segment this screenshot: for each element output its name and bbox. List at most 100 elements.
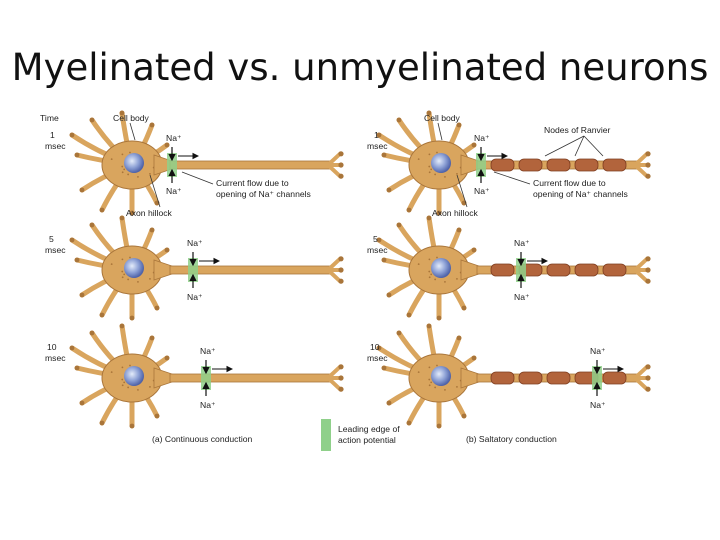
terminal-bouton [645, 278, 651, 284]
nodes-of-ranvier-label: Nodes of Ranvier [544, 125, 611, 135]
soma-granule [123, 381, 126, 384]
axon-hillock-label-a: Axon hillock [126, 208, 173, 218]
dendrite-tip [471, 142, 477, 148]
legend-label-1: Leading edge of [338, 424, 400, 434]
soma-granule [428, 378, 431, 381]
terminal-bouton [645, 256, 651, 262]
soma-granule [121, 258, 124, 261]
soma-granule [149, 386, 151, 388]
na-label-a3-bottom: Na⁺ [200, 400, 216, 410]
nucleus [431, 258, 451, 278]
soma-granule [121, 171, 124, 174]
soma-granule [121, 384, 124, 387]
na-label-b2-bottom: Na⁺ [514, 292, 530, 302]
dendrite-tip [406, 207, 412, 213]
pointer-line [544, 135, 585, 157]
dendrite-tip [396, 222, 402, 228]
dendrite-tip [79, 292, 85, 298]
pointer-line [149, 174, 161, 208]
axon-hillock-label-b: Axon hillock [432, 208, 479, 218]
pointer-line [437, 122, 443, 141]
soma-granule [121, 366, 124, 369]
soma-granule [434, 386, 437, 389]
dendrite-tip [376, 132, 382, 138]
pointer-line [493, 171, 531, 185]
leading-edge-marker [476, 153, 486, 177]
terminal-bouton [645, 375, 651, 381]
dendrite-tip [386, 292, 392, 298]
dendrite-tip [119, 323, 125, 329]
legend-swatch [321, 419, 331, 451]
dendrite-tip [79, 400, 85, 406]
soma-granule [428, 153, 431, 156]
myelin-sheath [602, 371, 627, 385]
dendrite-tip [154, 413, 160, 419]
time-10-unit-a: msec [45, 353, 66, 363]
terminal-bouton [338, 267, 344, 273]
myelin-sheath [518, 371, 543, 385]
time-1-unit-b: msec [367, 141, 388, 151]
current-flow-label-a-1: Current flow due to [216, 178, 289, 188]
soma-granule [444, 280, 446, 283]
dendrite-tip [386, 187, 392, 193]
soma-granule [456, 173, 458, 175]
soma-granule [417, 263, 420, 266]
dendrite-tip [456, 227, 462, 233]
soma-granule [428, 366, 431, 369]
time-1-value-b: 1 [374, 130, 379, 140]
terminal-bouton [645, 173, 651, 179]
axon-terminal [326, 268, 342, 284]
soma-granule [436, 151, 438, 154]
soma-granule [110, 263, 113, 266]
axon-hillock [460, 259, 480, 281]
axon [169, 160, 331, 170]
soma-granule [430, 168, 433, 171]
myelin-sheath [574, 263, 599, 277]
dendrite-tip [436, 315, 442, 321]
soma-granule [121, 276, 124, 279]
soma-granule [436, 364, 438, 367]
axon-terminal [326, 163, 342, 179]
legend-label-2: action potential [338, 435, 396, 445]
dendrite-tip [89, 117, 95, 123]
current-flow-label-b-1: Current flow due to [533, 178, 606, 188]
dendrite-tip [69, 237, 75, 243]
nucleus [124, 258, 144, 278]
neuron-b-1 [376, 110, 651, 216]
dendrite-tip [129, 210, 135, 216]
dendrite-tip [119, 110, 125, 116]
myelin-sheath [602, 158, 627, 172]
dendrite-tip [69, 345, 75, 351]
dendrite-tip [74, 257, 80, 263]
soma-granule [436, 256, 438, 259]
neuron-a-2 [69, 215, 344, 321]
soma-granule [444, 175, 446, 178]
soma-granule [456, 278, 458, 280]
pointer-line [583, 135, 604, 157]
myelin-sheath [490, 371, 515, 385]
time-5-value-a: 5 [49, 234, 54, 244]
dendrite-tip [396, 330, 402, 336]
soma-granule [428, 165, 431, 168]
dendrite-tip [461, 413, 467, 419]
pointer-line [181, 171, 214, 185]
soma-granule [428, 384, 431, 387]
soma-granule [121, 153, 124, 156]
soma-granule [434, 173, 437, 176]
soma-granule [417, 158, 420, 161]
dendrite-tip [396, 117, 402, 123]
soma-granule [127, 278, 130, 281]
na-label-a2-top: Na⁺ [187, 238, 203, 248]
axon-terminal [633, 268, 649, 284]
soma-granule [129, 256, 131, 259]
dendrite-tip [129, 423, 135, 429]
dendrite-tip [381, 152, 387, 158]
dendrite-tip [69, 132, 75, 138]
dendrite-tip [376, 237, 382, 243]
myelin-sheath [574, 158, 599, 172]
dendrite-tip [79, 187, 85, 193]
terminal-bouton [645, 151, 651, 157]
dendrite-tip [406, 420, 412, 426]
soma-granule [417, 371, 420, 374]
terminal-bouton [338, 173, 344, 179]
